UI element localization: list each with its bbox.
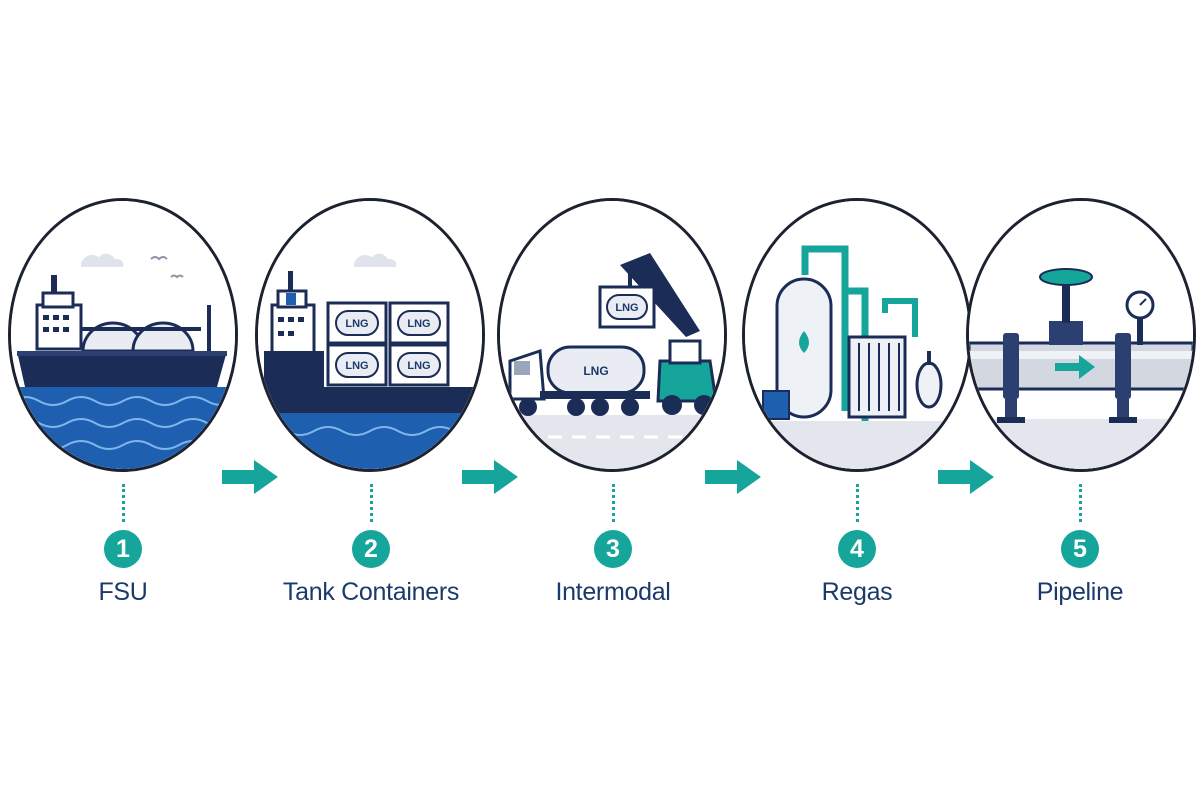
step-connector-dots: [856, 484, 859, 522]
fsu-ship-icon: [11, 201, 235, 469]
container-label: LNG: [407, 360, 430, 372]
step-2-circle: LNG LNG LNG LNG: [255, 198, 485, 472]
step-number-badge: 4: [838, 530, 876, 568]
container-label: LNG: [583, 364, 608, 378]
arrow-right-icon: [222, 460, 278, 494]
step-5-circle: [966, 198, 1196, 472]
step-label: Regas: [821, 578, 893, 606]
step-1-circle: [8, 198, 238, 472]
step-number-badge: 5: [1061, 530, 1099, 568]
container-label: LNG: [615, 302, 638, 314]
step-label: Pipeline: [1036, 578, 1124, 606]
step-number-badge: 2: [352, 530, 390, 568]
truck-crane-icon: LNG LNG: [500, 201, 724, 469]
step-connector-dots: [612, 484, 615, 522]
step-number-badge: 3: [594, 530, 632, 568]
step-connector-dots: [370, 484, 373, 522]
container-label: LNG: [345, 360, 368, 372]
container-ship-icon: LNG LNG LNG LNG: [258, 201, 482, 469]
step-4-circle: [742, 198, 972, 472]
step-number-badge: 1: [104, 530, 142, 568]
step-label: Tank Containers: [282, 578, 460, 606]
arrow-right-icon: [938, 460, 994, 494]
pipeline-valve-icon: [969, 201, 1193, 469]
step-label: FSU: [98, 578, 148, 606]
arrow-right-icon: [462, 460, 518, 494]
arrow-right-icon: [705, 460, 761, 494]
regas-plant-icon: [745, 201, 969, 469]
step-connector-dots: [122, 484, 125, 522]
step-3-circle: LNG LNG: [497, 198, 727, 472]
step-label: Intermodal: [555, 578, 671, 606]
container-label: LNG: [407, 318, 430, 330]
step-connector-dots: [1079, 484, 1082, 522]
container-label: LNG: [345, 318, 368, 330]
